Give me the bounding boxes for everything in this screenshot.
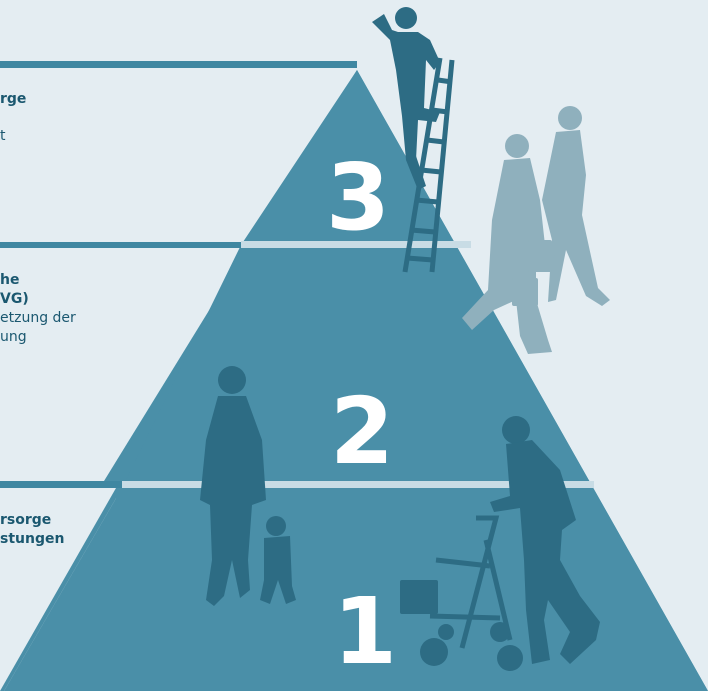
- level-divider-lower: [122, 481, 594, 488]
- level-3-label: rge t: [0, 90, 26, 146]
- level-2-label-line: [0, 242, 241, 248]
- level-3-number: 3: [326, 144, 391, 251]
- level-1-label-line-2: stungen: [0, 531, 65, 547]
- level-1-label: rsorge stungen: [0, 511, 64, 549]
- senior-with-rollator-icon: [400, 416, 600, 671]
- level-2-label-line-3: etzung der: [0, 310, 76, 326]
- walking-couple-icon: [462, 106, 610, 354]
- level-1-number: 1: [333, 578, 398, 685]
- level-3-label-line: [0, 61, 357, 68]
- level-3-label-line-2: t: [0, 128, 6, 144]
- level-2-label-line-4: ung: [0, 329, 27, 345]
- level-1-label-line-1: rsorge: [0, 512, 52, 528]
- level-1-label-line: [0, 481, 122, 488]
- level-2-label: he VG) etzung der ung: [0, 271, 76, 347]
- level-2-number: 2: [330, 378, 395, 485]
- person-on-ladder-icon: [372, 7, 455, 273]
- pyramid-left-edge: [0, 488, 122, 691]
- level-3-label-line-1: rge: [0, 91, 27, 107]
- level-2-label-line-1: he: [0, 272, 20, 288]
- mother-and-child-icon: [200, 366, 296, 606]
- level-2-label-line-2: VG): [0, 291, 29, 307]
- level-divider-upper: [241, 241, 471, 248]
